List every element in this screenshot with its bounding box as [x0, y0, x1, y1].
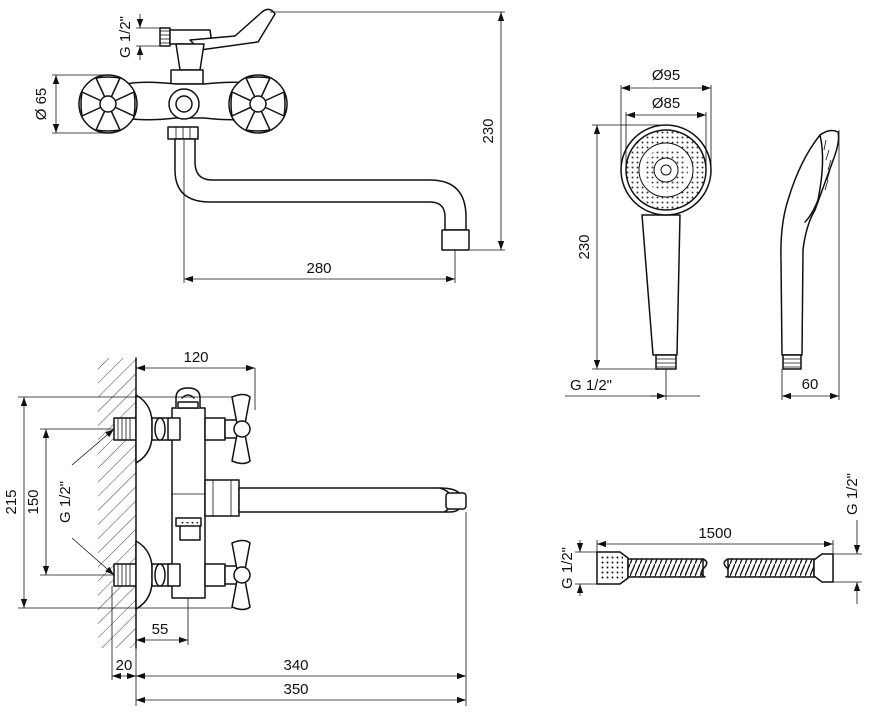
spout-length-label: 340 — [283, 657, 308, 674]
aerator — [441, 229, 470, 251]
hose-right-fitting — [813, 553, 834, 583]
hose-coil-right — [728, 559, 814, 577]
shower-side-thread — [782, 354, 802, 370]
faucet-front-view: G 1/2" Ø 65 230 280 — [33, 8, 505, 283]
shower-outer-diameter-label: Ø95 — [652, 67, 680, 84]
shower-handle — [641, 214, 681, 356]
left-handle — [78, 74, 138, 134]
lower-escutcheon — [135, 540, 153, 610]
upper-escutcheon — [135, 394, 153, 464]
hand-shower-side-view: 60 — [780, 129, 840, 400]
hose-right-thread-label: G 1/2" — [844, 473, 861, 515]
spout-pipe — [174, 138, 467, 231]
hose-coil-left — [628, 559, 703, 577]
hand-shower-front-view: Ø95 Ø85 230 G 1/2" — [565, 67, 712, 400]
shower-length-label: 230 — [576, 234, 593, 259]
handle-diameter-label: Ø 65 — [33, 88, 50, 121]
diverter-body — [175, 43, 205, 71]
shower-thread-label: G 1/2" — [570, 377, 612, 394]
side-spout-nut — [204, 479, 240, 517]
wall-hatch — [98, 358, 136, 648]
right-handle — [228, 74, 288, 134]
shower-inner-diameter-label: Ø85 — [652, 95, 680, 112]
upper-cross-handle — [204, 393, 251, 465]
inlet-thread-label: G 1/2" — [57, 481, 74, 523]
side-spout-pipe — [238, 487, 463, 513]
lower-cross-handle — [204, 539, 251, 611]
spout-reach-label: 280 — [306, 260, 331, 277]
inlet-spacing-label: 150 — [25, 489, 42, 514]
wall-gap-label: 20 — [116, 657, 133, 674]
faucet-height-label: 230 — [480, 118, 497, 143]
inlet-depth-label: 55 — [152, 621, 169, 638]
hose-length-label: 1500 — [698, 525, 731, 542]
shower-hose: G 1/2" 1500 G 1/2" — [559, 473, 862, 604]
faucet-side-view: 120 215 150 G 1/2" 55 20 340 350 — [3, 349, 467, 706]
faucet-top-thread-label: G 1/2" — [117, 16, 134, 58]
lower-inlet-thread — [113, 563, 137, 587]
shower-side-profile — [780, 129, 840, 356]
total-height-label: 215 — [3, 489, 20, 514]
lever-handle — [189, 8, 276, 51]
upper-inlet-thread — [113, 417, 137, 441]
wall-offset-label: 120 — [183, 349, 208, 366]
total-depth-label: 350 — [283, 681, 308, 698]
hose-left-thread-label: G 1/2" — [559, 547, 576, 589]
shower-depth-label: 60 — [802, 376, 819, 393]
